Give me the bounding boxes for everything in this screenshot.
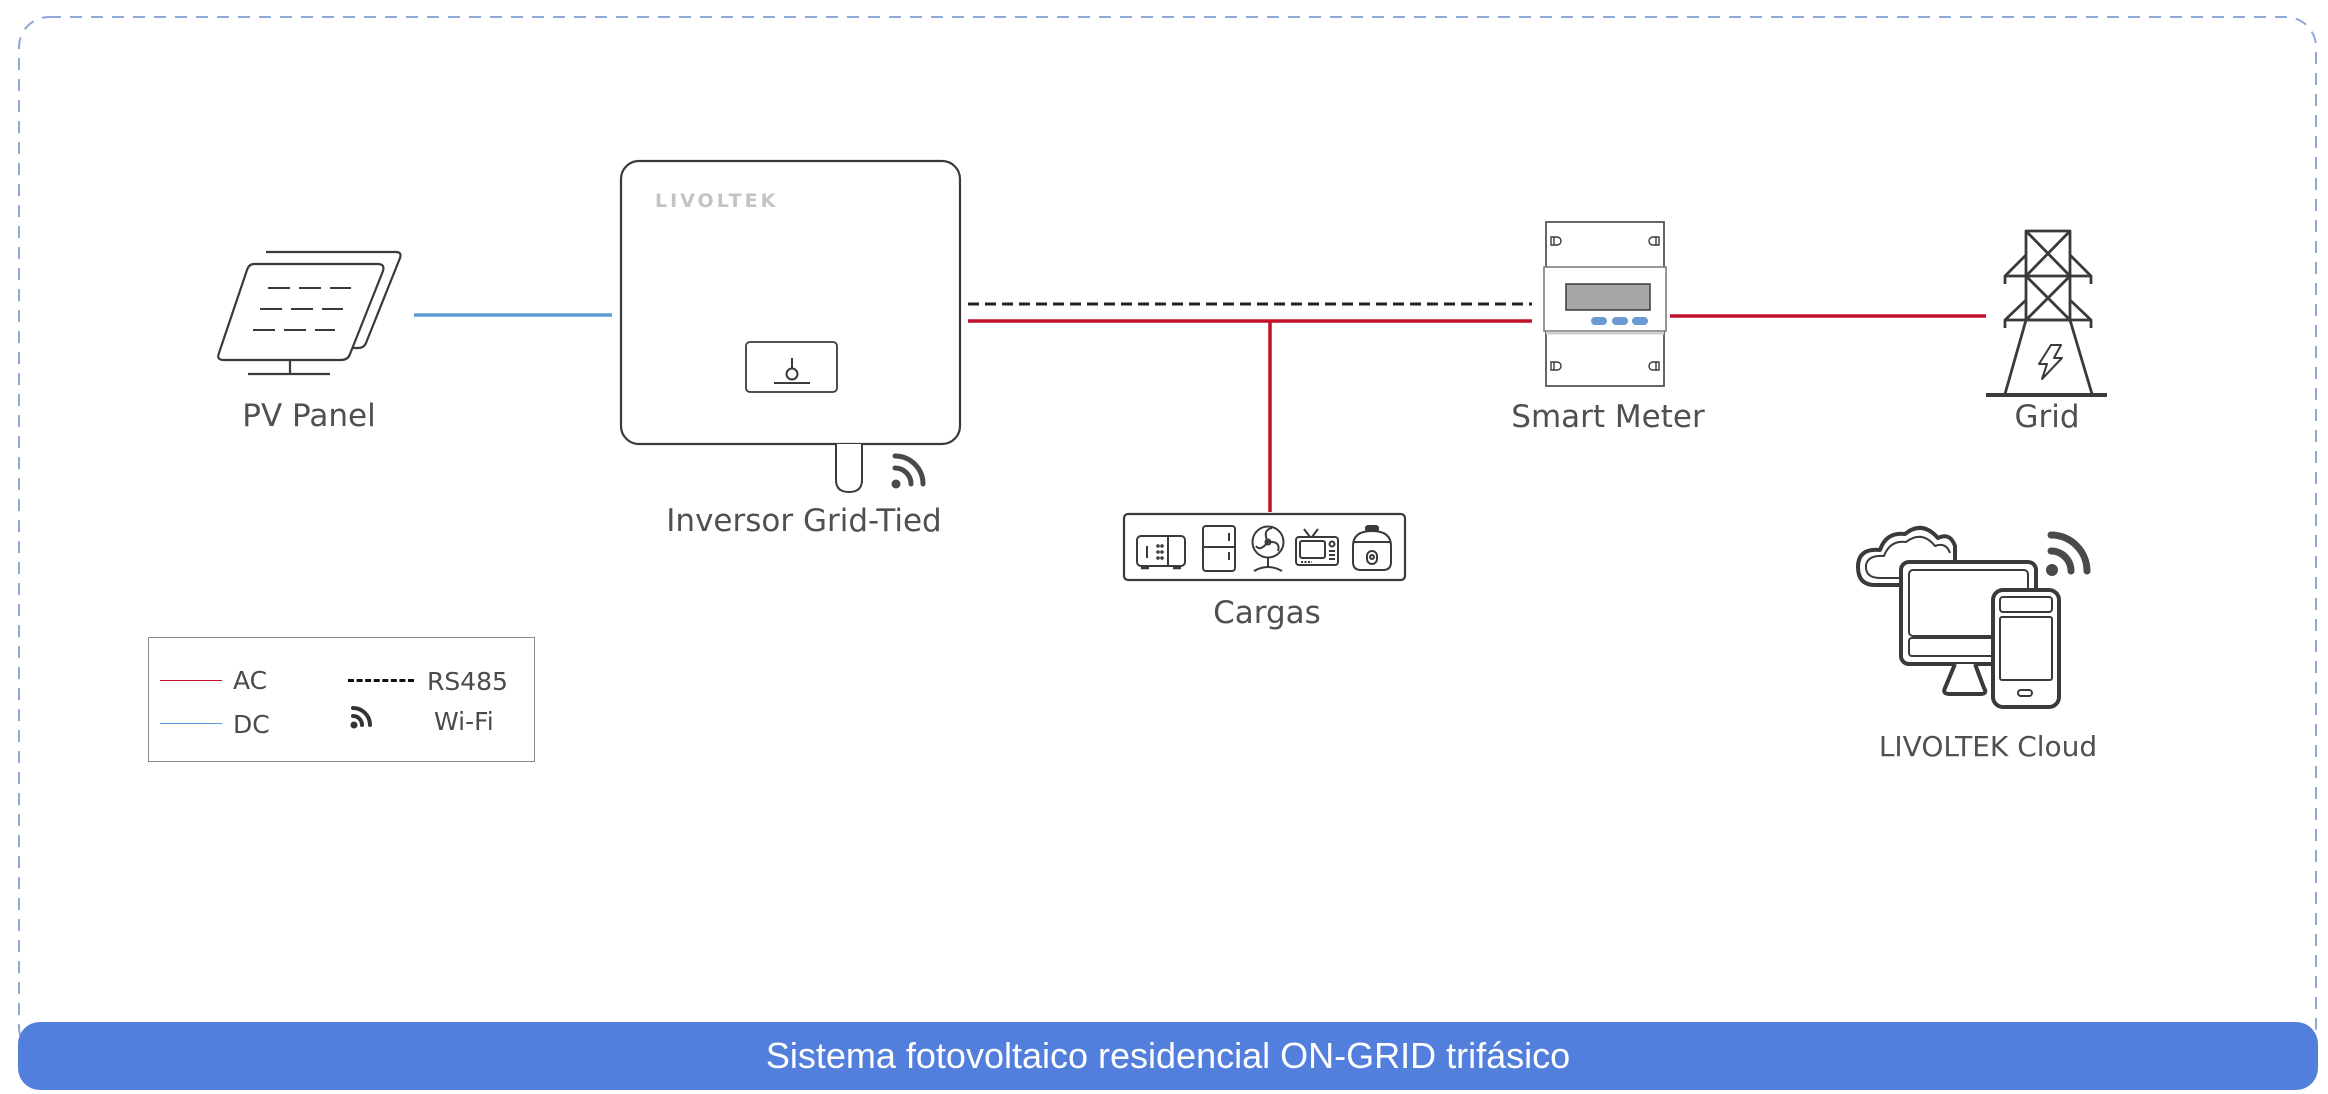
legend: AC DC RS485 Wi-Fi [148,637,535,762]
cloud-label: LIVOLTEK Cloud [1878,730,2098,763]
legend-dc-swatch [160,723,222,724]
solar-panel-icon [217,250,402,376]
legend-wifi-icon [350,706,372,729]
diagram-title: Sistema fotovoltaico residencial ON-GRID… [765,1035,1571,1076]
inverter-display-symbol [774,358,810,384]
microwave-icon [1136,535,1186,570]
pv-panel-label: PV Panel [242,398,376,434]
power-tower-icon [1986,229,2107,397]
legend-rs485-label: RS485 [427,667,508,696]
legend-rs485-swatch [348,679,414,682]
diagram-border [18,16,2317,1058]
diagram-title-bar: Sistema fotovoltaico residencial ON-GRID… [18,1022,2318,1090]
wifi-icon [891,453,926,489]
inverter-icon: LIVOLTEK [619,159,962,494]
loads-label: Cargas [1213,595,1321,631]
tv-icon [1295,528,1339,566]
rice-cooker-icon [1352,525,1392,571]
fridge-icon [1202,525,1236,572]
inverter-brand-logo: LIVOLTEK [655,190,778,212]
fan-icon [1251,525,1285,572]
smart-meter-icon [1543,221,1667,387]
smart-meter-label: Smart Meter [1511,399,1705,435]
inverter-antenna [835,444,863,494]
legend-dc-label: DC [233,710,270,739]
legend-ac-label: AC [233,666,268,695]
legend-ac-swatch [160,680,222,681]
inverter-label: Inversor Grid-Tied [666,503,942,539]
cloud-wifi-icon [2046,531,2091,576]
legend-wifi-label: Wi-Fi [434,707,494,736]
grid-label: Grid [2014,399,2080,435]
cloud-devices-icon [1856,526,2061,709]
loads-icon-group [1122,512,1407,582]
